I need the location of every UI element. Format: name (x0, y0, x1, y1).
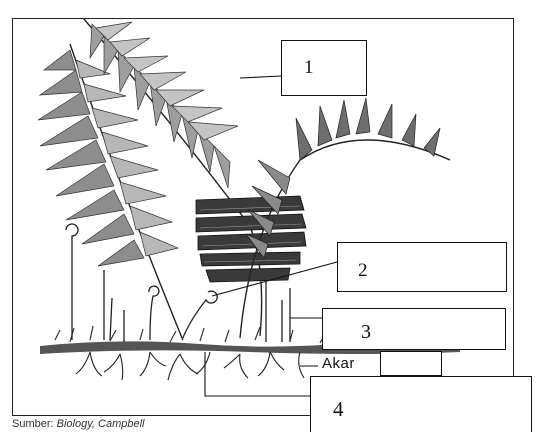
label-box-3: 3 (322, 308, 506, 350)
roots (76, 352, 304, 380)
source-title: Biology, Campbell (57, 418, 145, 430)
label-box-1: 1 (281, 40, 367, 96)
label-4: 4 (333, 397, 344, 422)
source-caption: Sumber: Biology, Campbell (12, 418, 144, 430)
label-akar: Akar (322, 355, 355, 372)
source-prefix: Sumber: (12, 418, 54, 430)
frond-left (38, 44, 182, 338)
label-1: 1 (304, 57, 314, 79)
label-box-2: 2 (337, 242, 507, 292)
label-3: 3 (361, 321, 371, 344)
label-2: 2 (358, 260, 368, 282)
akar-box (380, 351, 442, 376)
label-box-4: 4 (310, 376, 532, 432)
